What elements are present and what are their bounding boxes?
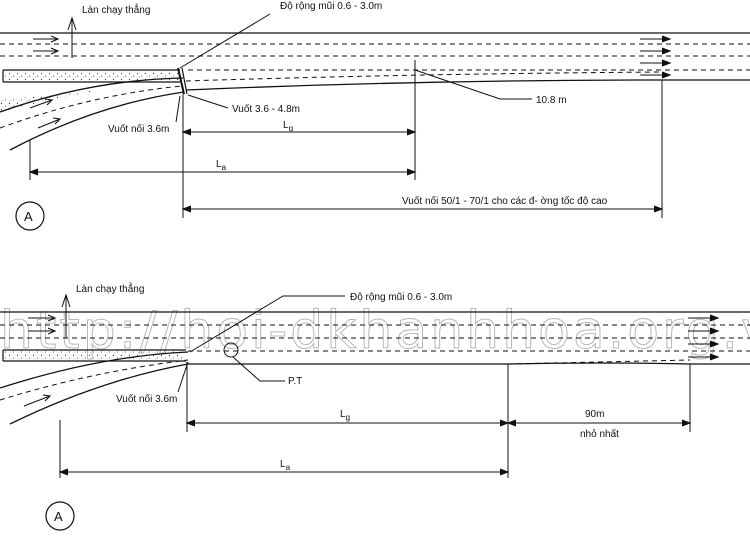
- arrows-mainline-right: [640, 35, 672, 79]
- leader-nose-width: [179, 13, 271, 69]
- label-108: 10.8 m: [536, 95, 567, 106]
- leader-through-lanes: [61, 293, 71, 338]
- leader-through-lanes: [67, 16, 77, 58]
- arrows-ramp: [29, 98, 62, 129]
- arrows-mainline-left: [28, 314, 57, 335]
- leader-108: [414, 69, 532, 100]
- arrows-ramp: [23, 394, 52, 407]
- ramp-edge-upper: [0, 77, 184, 113]
- label-la: La: [280, 459, 291, 472]
- ramp-edge-upper: [0, 351, 189, 389]
- label-min: nhỏ nhất: [580, 428, 619, 440]
- nose-mark: [181, 67, 188, 95]
- ramp-centerline: [0, 85, 183, 129]
- label-through-lanes: Làn chạy thẳng: [76, 282, 144, 295]
- dim-lg-arrows: [181, 128, 417, 136]
- leader-nose-width: [189, 295, 345, 353]
- circle-label-a: A: [54, 509, 63, 524]
- dim-la-arrows: [28, 168, 417, 176]
- label-taper-36: Vuốt nối 3.6m: [108, 123, 169, 135]
- gore-hatch: [4, 71, 179, 81]
- label-90m: 90m: [585, 409, 604, 420]
- label-nose-width: Độ rộng mũi 0.6 - 3.0m: [280, 1, 382, 12]
- label-taper-36: Vuốt nối 3.6m: [116, 393, 177, 405]
- arrows-mainline-left: [33, 35, 60, 55]
- top-diagram-labels: Làn chạy thẳng Độ rộng mũi 0.6 - 3.0m Vu…: [24, 1, 608, 224]
- leader-pt: [232, 356, 285, 382]
- arrows-mainline-right: [688, 314, 720, 361]
- leader-taper-36-48: [187, 94, 229, 109]
- label-lg: Lg: [283, 120, 293, 133]
- gore-hatch: [4, 351, 184, 360]
- nose-mark: [177, 67, 185, 95]
- label-through-lanes: Làn chạy thẳng: [82, 3, 150, 16]
- label-la: La: [216, 159, 227, 172]
- circle-marker-a: [45, 501, 75, 531]
- leader-taper-36: [177, 361, 189, 393]
- circle-label-a: A: [24, 209, 33, 224]
- dim-taper-arrows: [181, 205, 664, 213]
- taper-line: [185, 71, 661, 82]
- bottom-diagram-labels: Làn chạy thẳng Độ rộng mũi 0.6 - 3.0m Vu…: [54, 282, 619, 524]
- top-diagram: [0, 13, 750, 231]
- label-nose-width: Độ rộng mũi 0.6 - 3.0m: [350, 292, 452, 303]
- accel-lane-edge: [188, 362, 750, 365]
- label-lg: Lg: [340, 409, 350, 422]
- label-taper-36-48: Vuốt 3.6 - 4.8m: [232, 103, 300, 115]
- ramp-edge-lower: [9, 363, 189, 425]
- leader-taper-36: [175, 95, 181, 123]
- pt-circle: [223, 342, 239, 358]
- ramp-edge-lower: [9, 91, 185, 151]
- circle-marker-a: [15, 201, 45, 231]
- accel-lane-edge: [185, 79, 750, 91]
- taper-line: [507, 359, 691, 365]
- bottom-diagram: [0, 293, 750, 531]
- dim-lg-arrows: [185, 419, 692, 427]
- ramp-hatch: [0, 90, 100, 112]
- label-taper-ratio: Vuốt nối 50/1 - 70/1 cho các đ- ờng tốc …: [402, 195, 608, 207]
- dim-la-arrows: [58, 468, 510, 476]
- label-pt: P.T: [288, 376, 302, 387]
- ramp-centerline: [0, 359, 189, 401]
